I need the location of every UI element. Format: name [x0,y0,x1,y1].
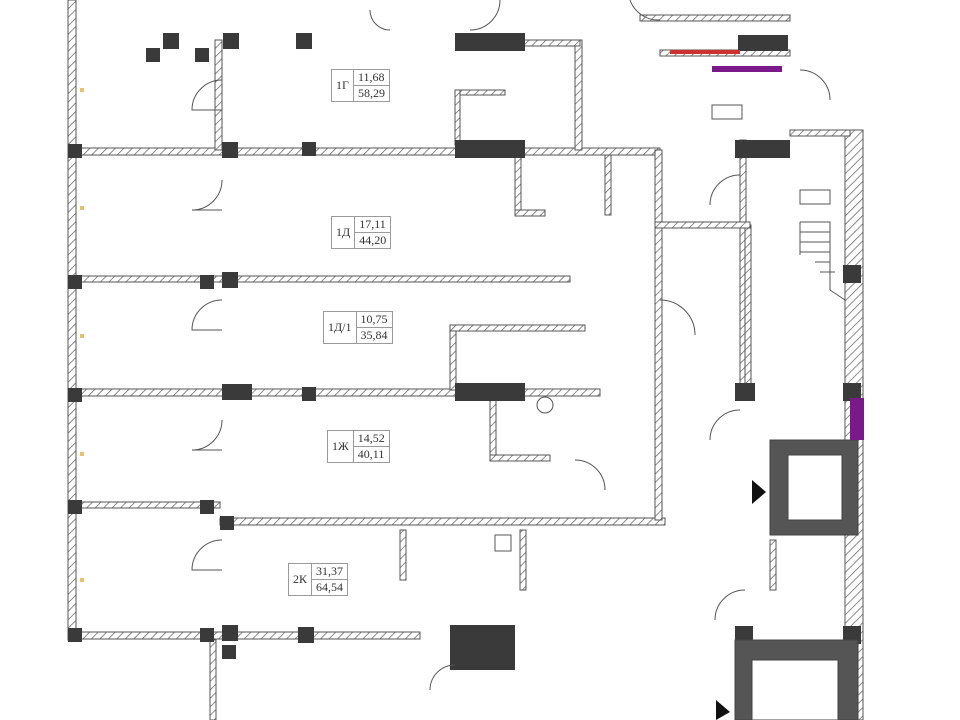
elevator-shafts [734,439,859,720]
columns [68,33,861,670]
stair [711,104,846,301]
purple-marker [850,398,864,440]
direction-arrow [716,700,730,720]
doors [191,0,831,691]
walls [67,0,864,720]
direction-arrow [752,480,766,504]
